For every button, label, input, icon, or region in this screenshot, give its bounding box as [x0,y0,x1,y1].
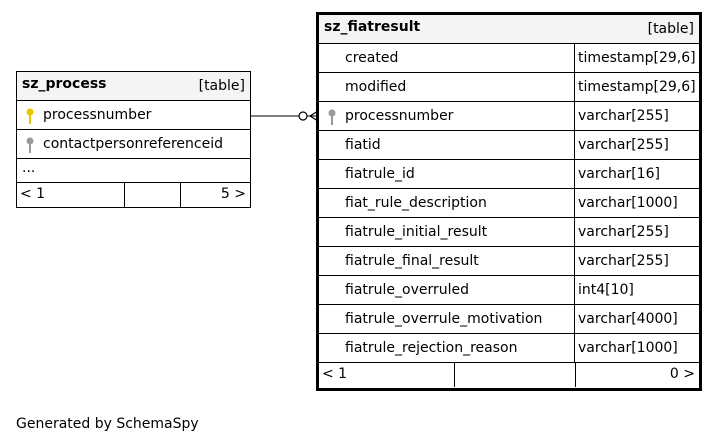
generator-caption: Generated by SchemaSpy [16,416,199,432]
pager-divider [575,363,576,387]
foreign-key-icon [328,109,336,125]
column-row[interactable]: contactpersonreferenceid [17,130,250,159]
column-type: varchar[255] [574,102,699,130]
column-type: timestamp[29,6] [574,44,699,72]
column-name: fiatid [345,137,381,153]
pager-divider [124,183,125,207]
table-name: sz_fiatresult [324,19,421,35]
column-row[interactable]: processnumber varchar[255] [319,102,699,131]
child-count: 5 > [220,186,246,202]
pager-divider [454,363,455,387]
column-name: created [345,50,399,66]
column-type: varchar[255] [574,131,699,159]
column-name: fiatrule_overruled [345,282,470,298]
column-row[interactable]: fiatrule_rejection_reason varchar[1000] [319,334,699,363]
column-row[interactable]: fiatrule_overruled int4[10] [319,276,699,305]
foreign-key-icon [26,137,34,153]
optional-marker [298,111,308,121]
column-name: processnumber [43,107,152,123]
column-row[interactable]: fiatrule_initial_result varchar[255] [319,218,699,247]
column-type: int4[10] [574,276,699,304]
column-name: modified [345,79,407,95]
column-type: varchar[255] [574,218,699,246]
column-name: contactpersonreferenceid [43,136,224,152]
parent-count: < 1 [322,366,348,382]
column-type: varchar[16] [574,160,699,188]
table-header: sz_process [table] [17,72,250,101]
table-name: sz_process [22,76,107,92]
table-pager: < 1 0 > [319,363,699,387]
column-name: fiatrule_final_result [345,253,479,269]
primary-key-icon [26,108,34,124]
column-type: varchar[1000] [574,334,699,362]
column-name: processnumber [345,108,454,124]
column-row[interactable]: fiatrule_id varchar[16] [319,160,699,189]
column-row[interactable]: created timestamp[29,6] [319,44,699,73]
column-row[interactable]: processnumber [17,101,250,130]
table-sz-fiatresult[interactable]: sz_fiatresult [table] created timestamp[… [316,12,702,391]
column-name: fiatrule_id [345,166,415,182]
table-kind: [table] [647,21,694,37]
column-type: varchar[4000] [574,305,699,333]
column-name: fiatrule_rejection_reason [345,340,518,356]
column-row[interactable]: fiatrule_final_result varchar[255] [319,247,699,276]
column-type: timestamp[29,6] [574,73,699,101]
more-columns-indicator: ... [17,159,250,183]
column-name: fiatrule_overrule_motivation [345,311,543,327]
pager-divider [180,183,181,207]
column-name: fiat_rule_description [345,195,487,211]
column-name: fiatrule_initial_result [345,224,488,240]
table-header: sz_fiatresult [table] [319,15,699,44]
table-sz-process[interactable]: sz_process [table] processnumber contact… [16,71,251,208]
column-row[interactable]: fiatrule_overrule_motivation varchar[400… [319,305,699,334]
column-row[interactable]: modified timestamp[29,6] [319,73,699,102]
table-pager: < 1 5 > [17,183,250,207]
column-type: varchar[1000] [574,189,699,217]
column-row[interactable]: fiatid varchar[255] [319,131,699,160]
child-count: 0 > [669,366,695,382]
column-type: varchar[255] [574,247,699,275]
parent-count: < 1 [20,186,46,202]
column-row[interactable]: fiat_rule_description varchar[1000] [319,189,699,218]
table-kind: [table] [198,78,245,94]
